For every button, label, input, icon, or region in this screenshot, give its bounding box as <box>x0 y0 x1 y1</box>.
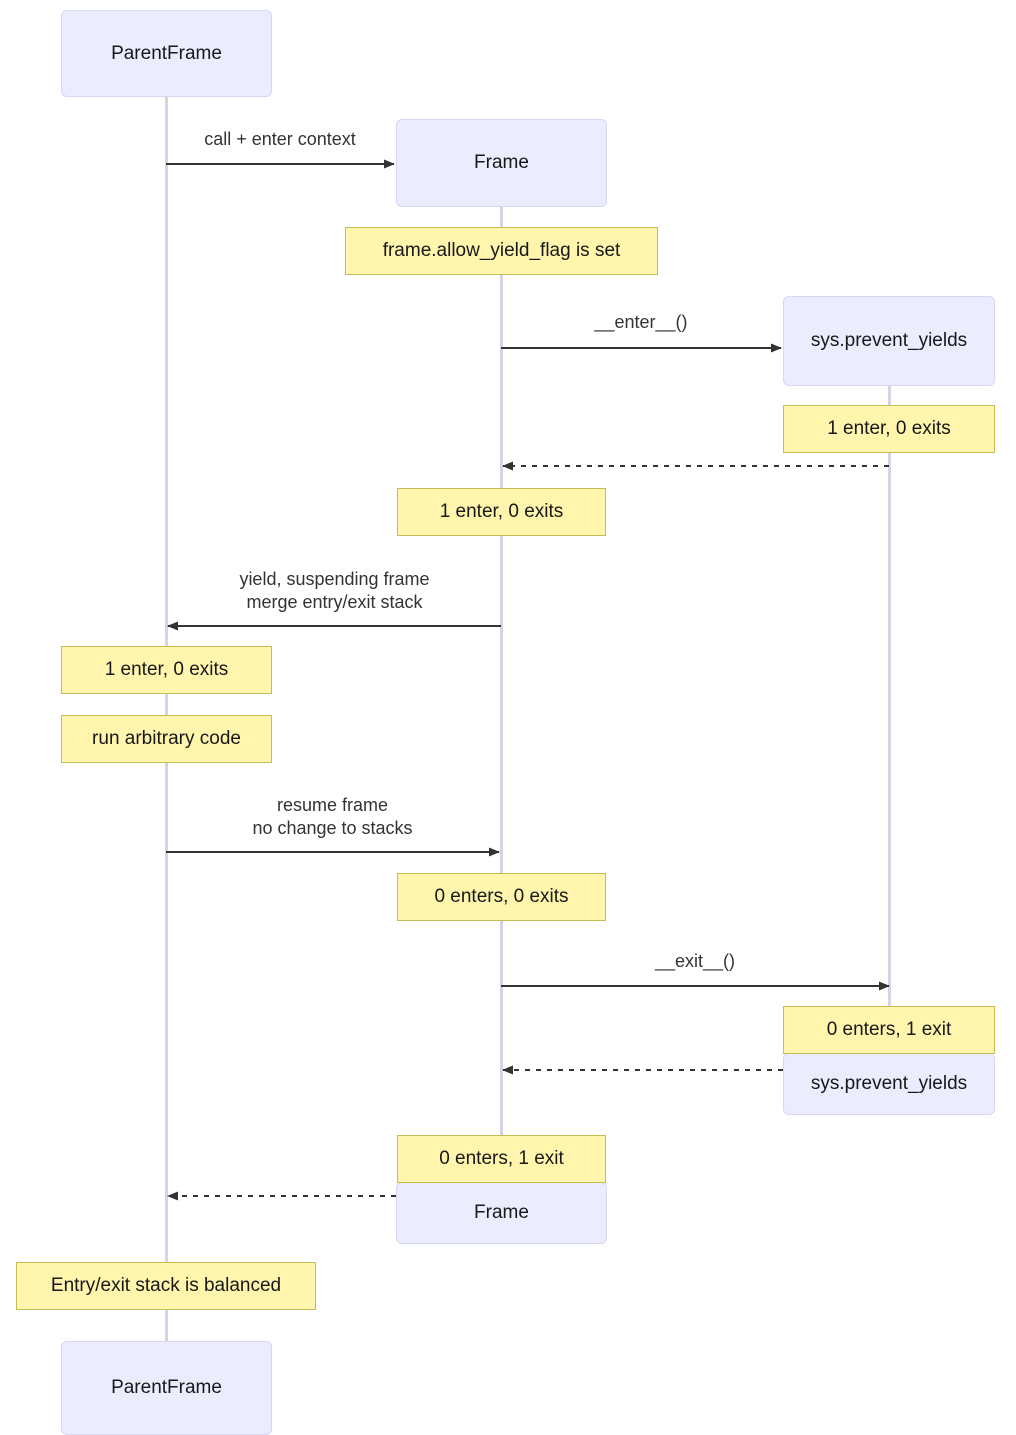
note-allow-yield-flag-label: frame.allow_yield_flag is set <box>382 240 621 261</box>
note-frame-1-enter-0-exits-label: 1 enter, 0 exits <box>439 501 564 522</box>
note-frame-0-enters-1-exit-label: 0 enters, 1 exit <box>439 1148 564 1169</box>
note-sys-0-enters-1-exit: 0 enters, 1 exit <box>783 1006 995 1054</box>
frame-top-label: Frame <box>474 152 529 173</box>
sys-prevent-yields-bottom[interactable]: sys.prevent_yields <box>783 1053 995 1115</box>
message-enter-label: __enter__() <box>594 312 688 332</box>
note-frame-1-enter-0-exits: 1 enter, 0 exits <box>397 488 606 536</box>
frame-bottom[interactable]: Frame <box>396 1182 607 1244</box>
note-sys-0-enters-1-exit-label: 0 enters, 1 exit <box>826 1019 952 1040</box>
sys-prevent-yields-top[interactable]: sys.prevent_yields <box>783 296 995 386</box>
message-call-enter-context-label: call + enter context <box>204 129 356 149</box>
note-frame-0-enters-1-exit: 0 enters, 1 exit <box>397 1135 606 1183</box>
parent-frame-top-label: ParentFrame <box>111 42 222 64</box>
frame-top[interactable]: Frame <box>396 119 607 207</box>
message-yield-suspending-frame-label: yield, suspending frame merge entry/exit… <box>239 569 430 613</box>
parent-frame-top[interactable]: ParentFrame <box>61 10 272 97</box>
note-parent-1-enter-0-exits: 1 enter, 0 exits <box>61 646 272 694</box>
frame-bottom-label: Frame <box>474 1202 529 1223</box>
note-run-arbitrary-code-label: run arbitrary code <box>92 728 241 749</box>
note-entry-exit-balanced-label: Entry/exit stack is balanced <box>50 1275 282 1296</box>
note-sys-1-enter-0-exits-label: 1 enter, 0 exits <box>827 418 951 439</box>
message-resume-frame-label: resume frame no change to stacks <box>252 795 413 839</box>
sys-prevent-yields-top-label: sys.prevent_yields <box>810 330 968 351</box>
note-entry-exit-balanced: Entry/exit stack is balanced <box>16 1262 316 1310</box>
note-frame-0-enters-0-exits: 0 enters, 0 exits <box>397 873 606 921</box>
message-exit-label: __exit__() <box>654 951 736 971</box>
note-parent-1-enter-0-exits-label: 1 enter, 0 exits <box>104 659 229 680</box>
note-allow-yield-flag: frame.allow_yield_flag is set <box>345 227 658 275</box>
note-sys-1-enter-0-exits: 1 enter, 0 exits <box>783 405 995 453</box>
parent-frame-bottom[interactable]: ParentFrame <box>61 1341 272 1435</box>
note-frame-0-enters-0-exits-label: 0 enters, 0 exits <box>434 886 569 907</box>
lifeline-sys <box>888 386 891 1053</box>
sys-prevent-yields-bottom-label: sys.prevent_yields <box>810 1073 968 1094</box>
parent-frame-bottom-label: ParentFrame <box>111 1377 222 1398</box>
note-run-arbitrary-code: run arbitrary code <box>61 715 272 763</box>
lifeline-frame <box>500 207 503 1182</box>
